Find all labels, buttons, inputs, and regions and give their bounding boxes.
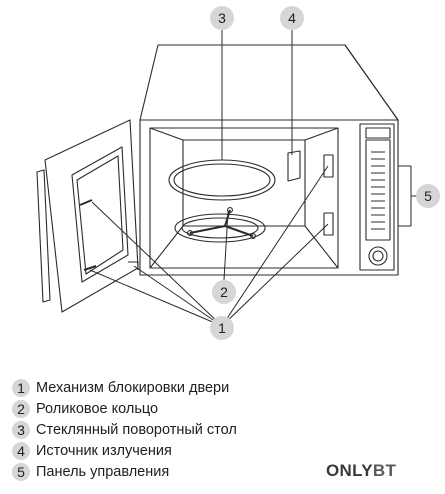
callout-4: 4 <box>280 6 304 30</box>
callout-2: 2 <box>212 280 236 304</box>
latch-hole-lower <box>323 212 334 236</box>
wave-guide-cover <box>287 150 301 182</box>
legend-item-label: Роликовое кольцо <box>36 400 159 417</box>
microwave-front-frame <box>139 119 399 276</box>
callout-1-label: 1 <box>218 320 226 336</box>
roller-ring <box>174 213 266 243</box>
legend-item: 3 Стеклянный поворотный стол <box>12 419 312 440</box>
door-window <box>71 146 129 283</box>
callout-3: 3 <box>210 6 234 30</box>
callout-3-label: 3 <box>218 10 226 26</box>
brand-logo-part2: BT <box>372 461 397 480</box>
legend-number-badge: 4 <box>12 441 30 460</box>
legend-number-badge: 5 <box>12 462 30 481</box>
leader-lines <box>89 30 418 327</box>
callout-1: 1 <box>210 316 234 340</box>
legend-item-label: Панель управления <box>36 463 170 480</box>
callout-5-label: 5 <box>424 188 432 204</box>
legend-item: 1 Механизм блокировки двери <box>12 377 312 398</box>
legend-item: 4 Источник излучения <box>12 440 312 461</box>
legend-item-label: Стеклянный поворотный стол <box>36 421 237 438</box>
legend-item-label: Механизм блокировки двери <box>36 379 230 396</box>
door-outer <box>44 119 139 313</box>
legend: 1 Механизм блокировки двери 2 Роликовое … <box>12 377 312 482</box>
callout-2-label: 2 <box>220 284 228 300</box>
microwave-diagram: 3 4 5 2 1 <box>36 6 440 340</box>
brand-logo: ONLYBT <box>326 461 396 481</box>
callout-5: 5 <box>416 184 440 208</box>
latch-hole-upper <box>323 154 334 178</box>
control-knob <box>368 246 388 266</box>
legend-item: 2 Роликовое кольцо <box>12 398 312 419</box>
brand-logo-part1: ONLY <box>326 461 373 480</box>
legend-number-badge: 2 <box>12 399 30 418</box>
control-panel <box>359 123 395 271</box>
microwave-top <box>139 44 399 121</box>
legend-number-badge: 3 <box>12 420 30 439</box>
legend-item: 5 Панель управления <box>12 461 312 482</box>
control-buttons <box>371 151 385 230</box>
door-handle <box>36 169 51 303</box>
callout-4-label: 4 <box>288 10 296 26</box>
legend-item-label: Источник излучения <box>36 442 172 459</box>
legend-number-badge: 1 <box>12 378 30 397</box>
